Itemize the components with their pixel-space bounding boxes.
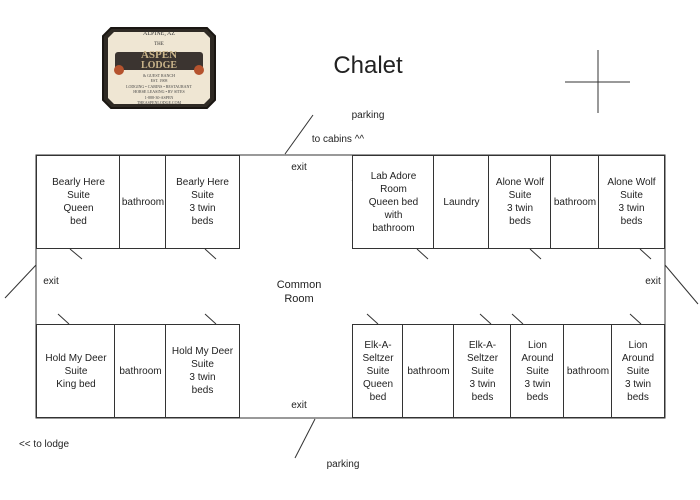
right-exit-path [664,264,699,305]
logo-website: THEASPENLODGE.COM [136,100,182,105]
room-laundry: Laundry [433,155,490,249]
room-bearly-here-queen: Bearly Here Suite Queen bed [36,155,121,249]
logo-name-line1: ASPEN [140,49,178,61]
room-elk-a-seltzer-queen: Elk-A-Seltzer Suite Queen bed [352,324,404,418]
bottom-exit-path [294,418,316,459]
logo-est: EST. 1908 [150,78,168,83]
aspen-lodge-logo: ALPINE, AZ THE ASPEN LODGE & GUEST RANCH… [97,22,221,114]
logo-services-2: HORSE LEASING • RV SITES [133,89,185,94]
room-bathroom-bottom-right: bathroom [563,324,613,418]
building-outline [35,154,666,419]
room-alone-wolf-2: Alone Wolf Suite 3 twin beds [598,155,665,249]
page-title: Chalet [333,52,403,79]
exit-top-label: exit [291,162,307,173]
room-elk-a-seltzer-twin: Elk-A-Seltzer Suite 3 twin beds [453,324,512,418]
logo-the: THE [154,42,164,47]
exit-left-label: exit [43,276,59,287]
logo-services-1: LODGING • CABINS • RESTAURANT [126,84,192,89]
logo-sign-shape [102,27,216,109]
to-cabins-label: to cabins ^^ [311,134,365,145]
room-bathroom-top-left: bathroom [119,155,167,249]
room-bathroom-bottom-left: bathroom [114,324,167,418]
room-bathroom-bottom-mid: bathroom [402,324,455,418]
parking-bottom-label: parking [326,459,360,470]
room-alone-wolf-1: Alone Wolf Suite 3 twin beds [488,155,552,249]
room-hold-my-deer-king: Hold My Deer Suite King bed [36,324,116,418]
room-lion-around-1: Lion Around Suite 3 twin beds [510,324,565,418]
common-room-label: Common Room [276,279,322,305]
room-lab-adore: Lab Adore Room Queen bed with bathroom [352,155,435,249]
logo-phone: 1-888-30-ASPEN [144,95,174,100]
parking-top-label: parking [351,110,385,121]
exit-bottom-label: exit [291,400,307,411]
top-exit-path [284,114,314,155]
room-lion-around-2: Lion Around Suite 3 twin beds [611,324,665,418]
room-hold-my-deer-twin: Hold My Deer Suite 3 twin beds [165,324,240,418]
room-bearly-here-twin: Bearly Here Suite 3 twin beds [165,155,240,249]
logo-name-line2: LODGE [140,60,178,71]
logo-location: ALPINE, AZ [143,31,175,37]
logo-tagline: & GUEST RANCH [143,73,175,78]
exit-right-label: exit [645,276,661,287]
to-lodge-label: << to lodge [18,439,70,450]
left-exit-path [4,264,37,299]
room-bathroom-top-right: bathroom [550,155,600,249]
